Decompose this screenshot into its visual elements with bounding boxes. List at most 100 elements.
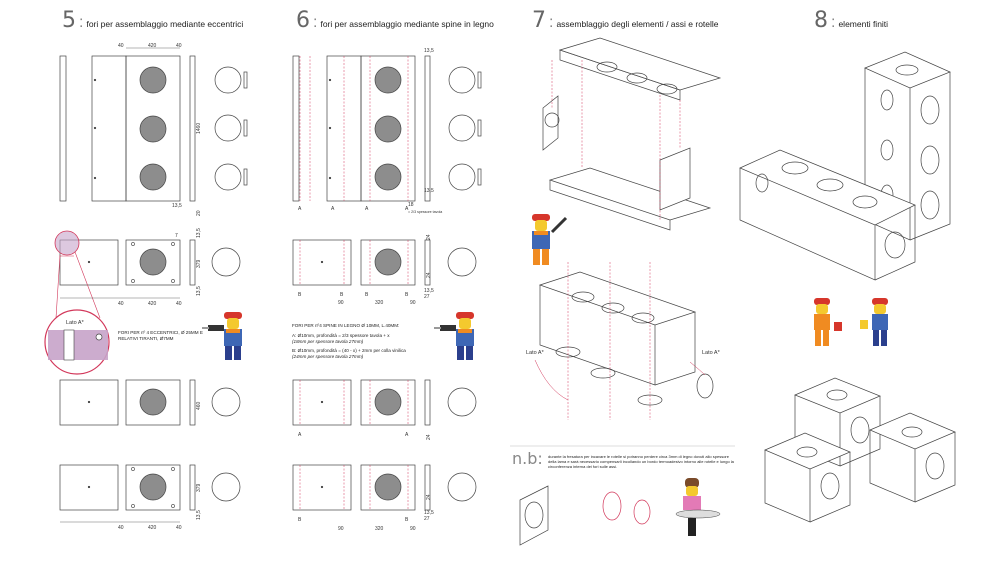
- dim-label: 24: [426, 272, 432, 278]
- lego-worker-drill-icon: [434, 312, 474, 360]
- dowel-b: B: [298, 517, 302, 523]
- step-colon: :: [313, 14, 318, 31]
- dowel-b: B: [340, 292, 344, 298]
- step-number: 5: [62, 8, 76, 33]
- note-line: circonferenza interna dei fori sulle ass…: [548, 464, 618, 469]
- dim-label: 24: [426, 434, 432, 440]
- step-7-heading: 7: assemblaggio degli elementi / assi e …: [532, 8, 719, 33]
- dim-label: 420: [148, 301, 157, 307]
- dim-label: 27: [424, 294, 430, 300]
- lego-ironing-figure-icon: [675, 478, 721, 536]
- step-6-drawings: [292, 55, 482, 511]
- dowel-a: A: [365, 206, 369, 212]
- dim-label: 24: [426, 494, 432, 500]
- step-number: 7: [532, 8, 546, 33]
- step-6-dimensions: A A A A B B B B A A B B 13,5 13,5 18 = 2…: [298, 48, 442, 532]
- dowel-b: B: [298, 292, 302, 298]
- dim-label: 20: [196, 210, 202, 216]
- dim-label: 90: [410, 526, 416, 532]
- eccentrici-note: FORI PER nº 4 ECCENTRICI, Ø 25MM E RELAT…: [118, 330, 210, 342]
- note-line: durante la fresatura per incavare le rot…: [548, 454, 729, 459]
- dowel-a: A: [405, 206, 409, 212]
- lego-worker-wrench-icon: [532, 214, 568, 265]
- dowel-b: B: [365, 292, 369, 298]
- step-title: fori per assemblaggio mediante eccentric…: [86, 19, 244, 29]
- dim-label: 24: [426, 234, 432, 240]
- step-number: 6: [296, 8, 310, 33]
- dim-label: 90: [338, 526, 344, 532]
- dim-label: 320: [375, 526, 384, 532]
- wheel-hole: [139, 163, 167, 191]
- step-colon: :: [831, 14, 836, 31]
- step-title: elementi finiti: [838, 19, 889, 29]
- dim-label: 13,5: [424, 288, 434, 294]
- lato-a-label: Lato A*: [66, 320, 85, 326]
- dim-label: 40: [176, 301, 182, 307]
- detail-callout-small: [54, 230, 80, 256]
- step-7-drawings: [510, 37, 735, 546]
- dim-label: 460: [196, 401, 202, 410]
- dowel-b: B: [405, 517, 409, 523]
- step-number: 8: [814, 8, 828, 33]
- dim-label: 420: [148, 525, 157, 531]
- step-5-drawings: [44, 47, 248, 523]
- step-8-heading: 8: elementi finiti: [814, 8, 888, 33]
- lato-a-label: Lato A*: [702, 350, 721, 356]
- step-colon: :: [79, 14, 84, 31]
- nb-note: durante la fresatura per incavare le rot…: [548, 454, 738, 469]
- lego-worker-drill-icon: [202, 312, 242, 360]
- dim-label: 379: [196, 259, 202, 268]
- note-heading: FORI PER nº4 SPINE IN LEGNO Ø 10MM, L.40…: [292, 323, 400, 328]
- dim-label: 18: [408, 202, 414, 208]
- dim-label: 420: [148, 43, 157, 49]
- dim-label: 13,5: [196, 228, 202, 238]
- dowel-note: FORI PER nº4 SPINE IN LEGNO Ø 10MM, L.40…: [292, 323, 424, 360]
- dowel-a: A: [331, 206, 335, 212]
- dim-label: 90: [410, 300, 416, 306]
- dim-label: 40: [118, 525, 124, 531]
- dim-label: 40: [176, 525, 182, 531]
- step-7-labels: Lato A* Lato A*: [526, 350, 721, 356]
- dim-label: 1460: [196, 123, 202, 134]
- dim-label: 379: [196, 483, 202, 492]
- dim-label: 90: [338, 300, 344, 306]
- tall-panel: [91, 55, 127, 202]
- lego-figures-cups-icon: [814, 298, 888, 346]
- dowel-a: A: [405, 432, 409, 438]
- note-line: (18mm per spessore tavola 27mm): [292, 339, 364, 344]
- step-8-drawings: [739, 51, 956, 523]
- wheel-hole: [139, 115, 167, 143]
- dowel-a: A: [298, 206, 302, 212]
- step-title: fori per assemblaggio mediante spine in …: [320, 19, 494, 29]
- wheel-hole: [139, 66, 167, 94]
- dim-label: 40: [176, 43, 182, 49]
- step-colon: :: [549, 14, 554, 31]
- dim-label: 13,5: [196, 510, 202, 520]
- nb-heading: n.b:: [512, 449, 543, 468]
- dim-label: 13,5: [196, 286, 202, 296]
- dim-label: 27: [424, 516, 430, 522]
- dim-label: 13,5: [172, 203, 182, 209]
- thickness-note: = 2/3 spessore tavola: [408, 210, 442, 214]
- dim-label: 320: [375, 300, 384, 306]
- tall-panel-holes: [125, 55, 181, 202]
- note-line: (24mm per spessore tavola 27mm): [292, 354, 364, 359]
- dim-label: 13,5: [424, 188, 434, 194]
- step-5-dimensions: 40 420 40 1460 13,5 20 379 13,5 13,5 7 4…: [66, 43, 202, 531]
- dim-label: 40: [118, 43, 124, 49]
- dowel-b: B: [405, 292, 409, 298]
- dim-label: 13,5: [424, 510, 434, 516]
- note-line: B: Ø10mm, profondità = (40 - x) + 2mm pe…: [292, 348, 406, 353]
- dim-label: 40: [118, 301, 124, 307]
- dowel-a: A: [298, 432, 302, 438]
- step-title: assemblaggio degli elementi / assi e rot…: [556, 19, 719, 29]
- dim-label: 13,5: [424, 48, 434, 54]
- step-6-heading: 6: fori per assemblaggio mediante spine …: [296, 8, 494, 33]
- note-line: della lama e sarà necessario compensarli…: [548, 459, 734, 464]
- side-panel-edge: [59, 55, 67, 202]
- step-5-heading: 5: fori per assemblaggio mediante eccent…: [62, 8, 243, 33]
- dim-label: 7: [175, 233, 178, 239]
- note-text: FORI PER nº 4 ECCENTRICI, Ø 25MM E RELAT…: [118, 330, 203, 341]
- lato-a-label: Lato A*: [526, 350, 545, 356]
